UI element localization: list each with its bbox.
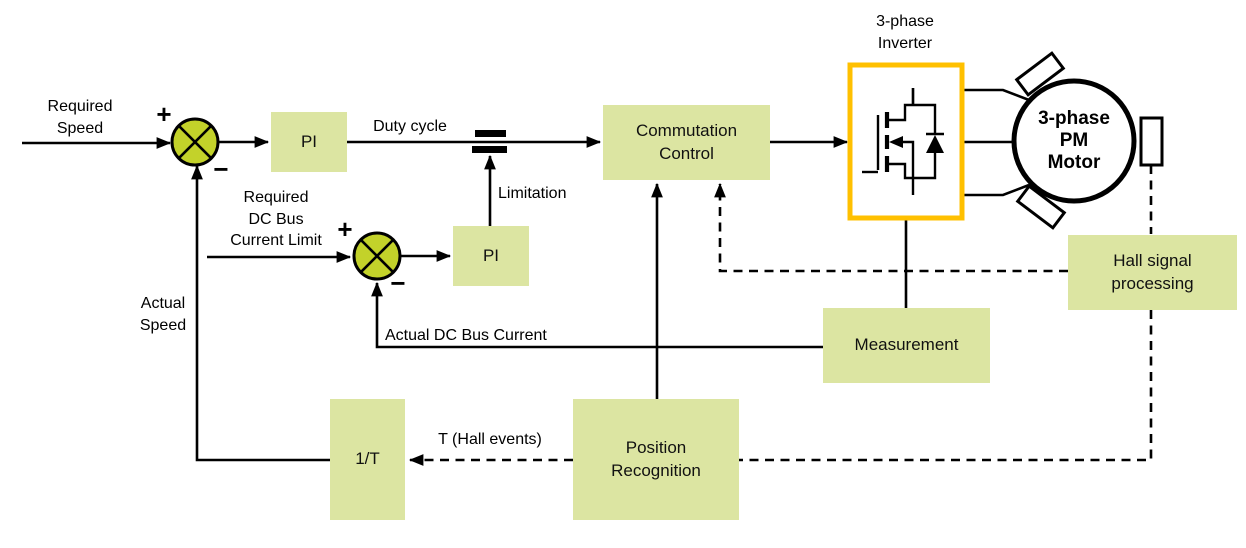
sum2-plus-sign: + <box>337 214 353 244</box>
block-position-recognition: Position Recognition <box>573 399 739 520</box>
hall-to-position-dashed-line <box>739 310 1153 462</box>
motor-label: 3-phase PM Motor <box>1038 108 1110 173</box>
sum1-plus-sign: + <box>156 99 172 129</box>
block-pi-speed: PI <box>271 112 347 172</box>
label-required-speed: Required Speed <box>47 98 113 137</box>
label-required-dc-bus-current-limit: Required DC Bus Current Limit <box>230 189 322 250</box>
sum2-minus-sign: − <box>390 268 406 298</box>
hall-sensor-right <box>1139 116 1164 167</box>
hall-sensor-top <box>1014 51 1066 97</box>
label-actual-dc-bus-current: Actual DC Bus Current <box>385 327 547 344</box>
limiter-bottom-bar <box>472 146 507 153</box>
block-pi-current: PI <box>453 226 529 286</box>
mosfet-symbol <box>862 88 944 195</box>
phase-line-bottom <box>962 183 1030 197</box>
block-measurement: Measurement <box>823 308 990 383</box>
actual-current-feedback-line <box>371 281 823 349</box>
limiter-symbol <box>472 130 507 153</box>
block-commutation-control: Commutation Control <box>603 105 770 180</box>
motor-circle <box>1011 78 1137 204</box>
speed-summing-junction <box>170 117 220 167</box>
mosfet-body-arrow <box>889 136 903 148</box>
label-duty-cycle: Duty cycle <box>373 118 447 135</box>
label-inverter-title: 3-phase Inverter <box>876 13 934 52</box>
inverter-box <box>847 62 965 221</box>
speed-feedback-line <box>191 164 330 462</box>
label-actual-speed: Actual Speed <box>139 295 187 334</box>
phase-line-top <box>962 88 1030 102</box>
hall-to-commutation-dashed-line <box>714 182 1068 273</box>
block-hall-signal-processing: Hall signal processing <box>1068 235 1237 310</box>
label-t-hall-events: T (Hall events) <box>438 431 542 448</box>
label-limitation: Limitation <box>498 185 567 202</box>
sum1-minus-sign: − <box>213 154 229 184</box>
hall-sensor-bottom <box>1015 184 1067 230</box>
limiter-top-bar <box>475 130 506 137</box>
block-one-over-t: 1/T <box>330 399 405 520</box>
diode-triangle <box>926 135 944 153</box>
current-summing-junction <box>352 231 402 281</box>
